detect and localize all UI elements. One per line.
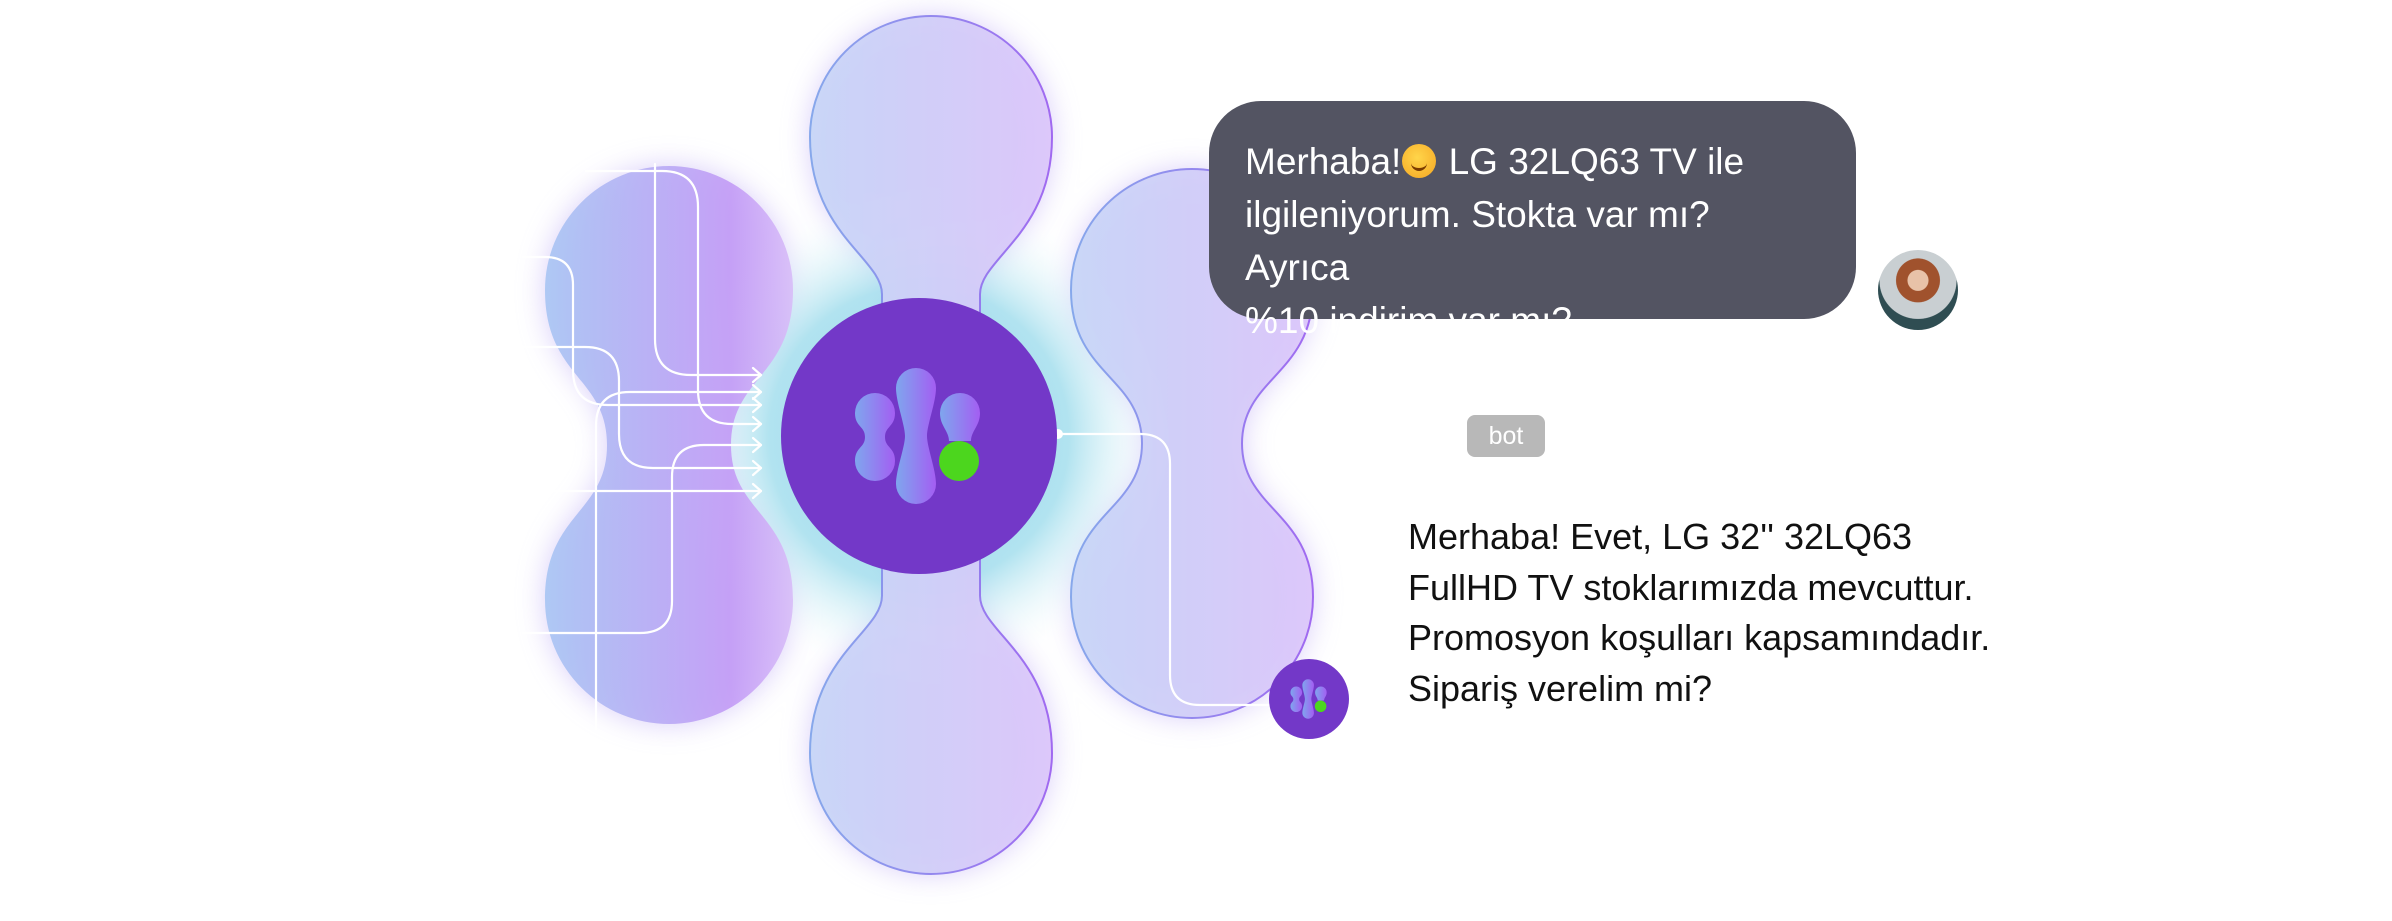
arrow-icon: [751, 436, 763, 454]
arrow-icon: [751, 482, 763, 500]
bot-message-line: Promosyon koşulları kapsamındadır.: [1408, 617, 1991, 658]
bot-message-line: Merhaba! Evet, LG 32'' 32LQ63: [1408, 516, 1913, 557]
input-flow-line: [521, 345, 763, 470]
user-message-text: %10 indirim var mı?: [1245, 300, 1572, 341]
status-dot: [1314, 700, 1327, 713]
input-flow-line: [584, 169, 763, 426]
output-connector-line: [1056, 432, 1272, 707]
bot-message-line: Sipariş verelim mi?: [1408, 667, 1713, 709]
status-dot: [939, 441, 979, 481]
arrow-icon: [751, 459, 763, 477]
left-blob: [545, 166, 793, 724]
arrow-icon: [751, 396, 763, 414]
user-message-text: LG 32LQ63 TV ile: [1438, 141, 1745, 182]
logo-icon: [855, 368, 980, 504]
input-flow-line: [521, 443, 763, 635]
arrow-icon: [751, 366, 763, 384]
user-avatar: [1878, 250, 1958, 330]
input-flow-line: [521, 255, 763, 407]
user-message-text: Merhaba!: [1245, 141, 1402, 182]
bot-message: Merhaba! Evet, LG 32'' 32LQ63 FullHD TV …: [1408, 512, 2028, 714]
bot-tag: bot: [1467, 415, 1545, 457]
bot-message-line: FullHD TV stoklarımızda mevcuttur.: [1408, 566, 1974, 608]
logo-icon: [1290, 679, 1327, 719]
smiling-face-icon: [1402, 144, 1437, 178]
input-flow-line: [594, 390, 763, 731]
arrow-icon: [751, 415, 763, 433]
arrow-icon: [751, 383, 763, 401]
user-message-bubble: Merhaba! LG 32LQ63 TV ile ilgileniyorum.…: [1209, 101, 1856, 341]
user-message-text: ilgileniyorum. Stokta var mı? Ayrıca: [1245, 194, 1710, 288]
input-flow-line: [653, 162, 763, 377]
